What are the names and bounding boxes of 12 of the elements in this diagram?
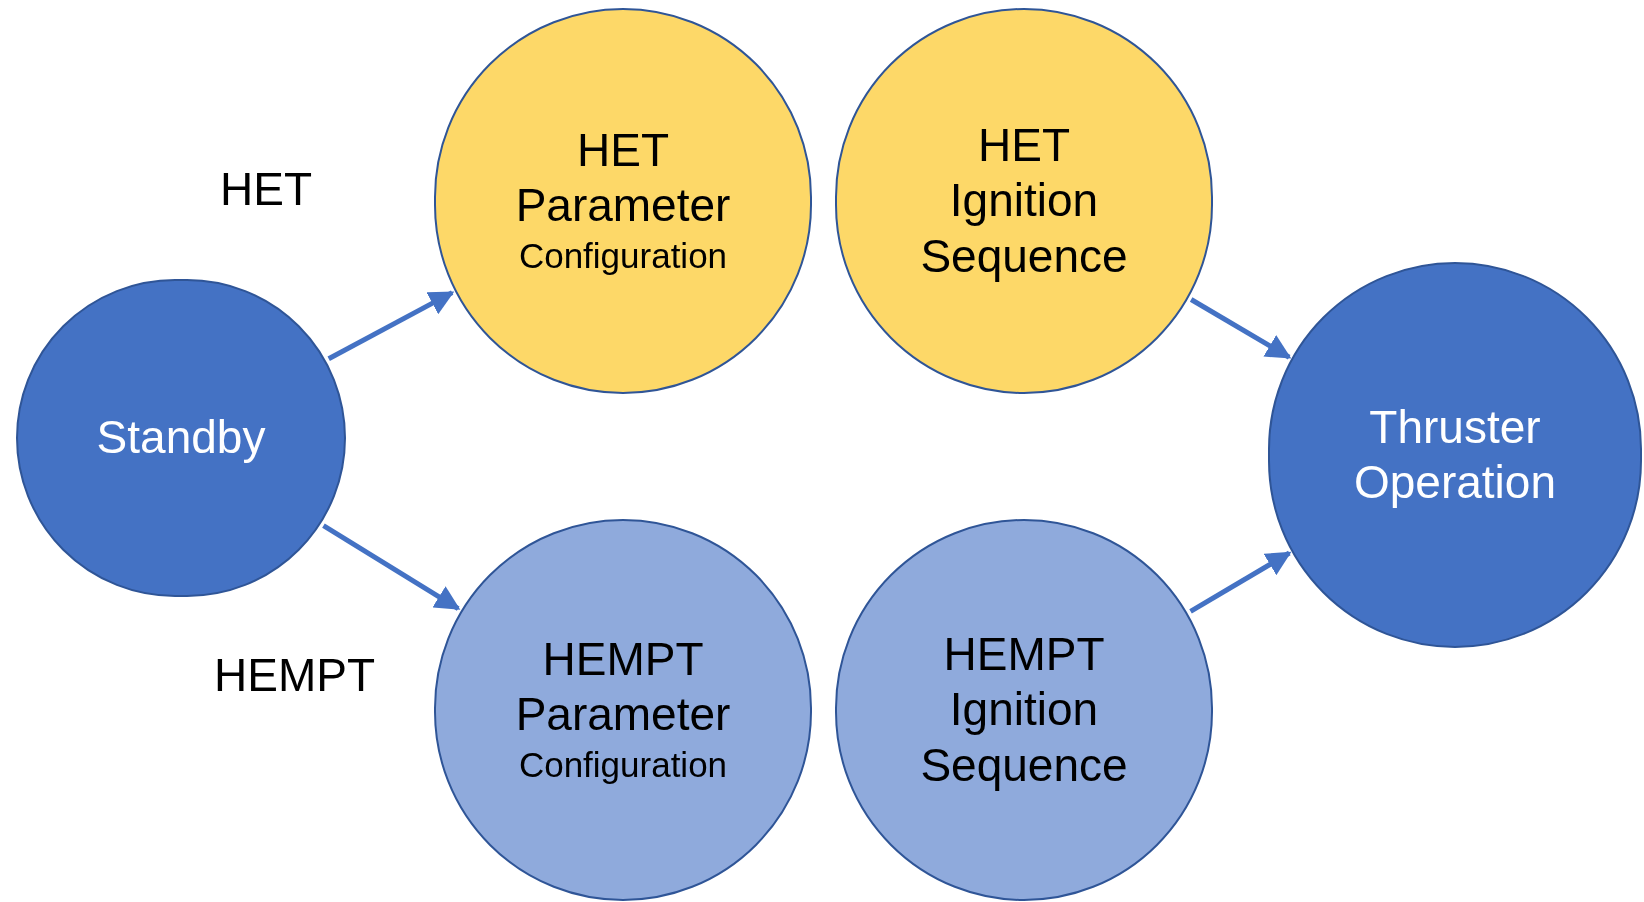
node-label: HET Ignition Sequence xyxy=(920,118,1128,284)
node-label: Standby xyxy=(96,410,266,466)
arrow xyxy=(1189,550,1292,614)
arrow xyxy=(322,523,461,611)
node-label: Configuration xyxy=(518,744,728,787)
node-label: HEMPT Ignition Sequence xyxy=(920,627,1128,793)
node-label: Configuration xyxy=(518,235,728,278)
node-label: HET Parameter xyxy=(515,123,731,234)
node-label: Thruster Operation xyxy=(1354,399,1556,510)
arrow xyxy=(327,290,455,361)
node-label: HEMPT Parameter xyxy=(515,632,731,743)
arrow xyxy=(1189,297,1292,360)
